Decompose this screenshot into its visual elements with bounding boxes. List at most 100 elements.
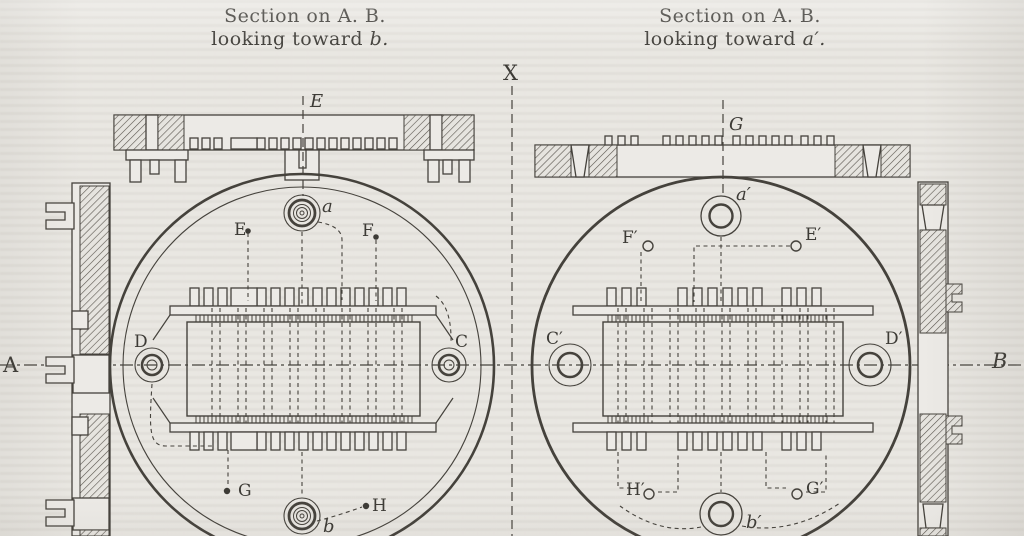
left-wire-e-label: E — [234, 220, 246, 240]
left-title-line1: Section on A. B. — [224, 5, 386, 27]
right-wire-f-label: F′ — [622, 228, 638, 248]
bar-tooth — [675, 135, 684, 146]
left-wire-g-dot — [223, 487, 231, 495]
bar-tooth — [732, 135, 741, 146]
left-wire-e-dot — [245, 228, 251, 234]
bar-tooth — [352, 137, 362, 150]
post-ring — [296, 510, 308, 522]
post-ring — [296, 207, 308, 219]
comb-tooth — [621, 287, 632, 307]
left-post-d-label: D — [134, 332, 148, 352]
comb-tooth — [189, 287, 200, 307]
bar-tooth — [604, 135, 613, 146]
comb-tooth — [368, 431, 379, 451]
post-ring — [146, 359, 158, 371]
right-figure: Section on A. B. looking toward a′. G — [530, 5, 963, 536]
comb-tooth — [621, 431, 632, 451]
right-title-line2: looking toward a′. — [644, 28, 826, 50]
left-bar-left-foot — [125, 149, 189, 183]
left-comb-wide-tooth-bottom — [230, 431, 258, 451]
comb-tooth — [354, 287, 365, 307]
comb-tooth — [781, 287, 792, 307]
comb-tooth — [284, 287, 295, 307]
post-ring — [699, 492, 743, 536]
left-wire-f-label: F — [362, 221, 374, 241]
right-lamination-marks-top — [607, 315, 828, 322]
bar-tooth — [388, 137, 398, 150]
comb-tooth — [256, 287, 267, 307]
comb-tooth — [606, 431, 617, 451]
right-title-line1: Section on A. B. — [659, 5, 821, 27]
post-ring — [140, 353, 164, 377]
comb-tooth — [298, 287, 309, 307]
bar-tooth — [328, 137, 338, 150]
bar-tooth — [268, 137, 278, 150]
comb-tooth — [217, 287, 228, 307]
left-wire-h-label: H — [372, 496, 387, 516]
left-post-c-label: C — [455, 332, 468, 352]
left-disc-inner-rim — [122, 186, 482, 536]
bar-tooth — [256, 137, 266, 150]
right-post-b-label: b′ — [746, 512, 762, 533]
right-wire-e-label: E′ — [805, 225, 821, 245]
comb-tooth — [796, 287, 807, 307]
bar-tooth — [340, 137, 350, 150]
a-axis-label: A — [2, 353, 19, 377]
right-wire-g-terminal — [791, 488, 803, 500]
bar-tooth — [800, 135, 809, 146]
post-ring — [287, 501, 317, 531]
bar-tooth — [304, 137, 314, 150]
right-wire-g-label: G′ — [806, 479, 824, 499]
bar-tooth — [617, 135, 626, 146]
post-ring — [134, 347, 170, 383]
right-comb-bar-bottom — [572, 422, 874, 433]
right-post-c-label: C′ — [546, 329, 563, 349]
left-wire-g-label: G — [238, 481, 252, 501]
left-comb-bar-top — [169, 305, 437, 316]
bar-tooth — [688, 135, 697, 146]
post-ring — [287, 198, 317, 228]
comb-tooth — [326, 287, 337, 307]
b-axis-label: B — [991, 349, 1007, 373]
comb-tooth — [368, 287, 379, 307]
right-wiring — [617, 237, 841, 530]
right-post-d-label: D′ — [885, 329, 903, 349]
post-ring — [283, 194, 321, 232]
post-ring — [548, 343, 592, 387]
right-post-a-label: a′ — [736, 184, 751, 205]
left-comb-teeth-bottom — [189, 431, 407, 451]
comb-tooth — [722, 431, 733, 451]
bar-tooth — [189, 137, 199, 150]
comb-tooth — [203, 287, 214, 307]
right-comb-bar-top — [572, 305, 874, 316]
bar-tooth — [292, 137, 302, 150]
comb-tooth — [312, 287, 323, 307]
left-post-b — [283, 497, 321, 535]
post-ring — [293, 507, 311, 525]
right-rim-side-section — [917, 181, 963, 536]
right-bar-teeth — [604, 135, 835, 146]
bar-tooth — [701, 135, 710, 146]
left-core-dashed-wires — [211, 308, 403, 430]
left-comb-teeth-top — [189, 287, 407, 307]
left-top-bar-section — [113, 114, 475, 183]
right-wire-e-terminal — [790, 240, 802, 252]
bar-tooth — [364, 137, 374, 150]
left-section-line-label: E — [309, 91, 323, 112]
comb-tooth — [382, 287, 393, 307]
bar-tooth — [758, 135, 767, 146]
bar-tooth — [784, 135, 793, 146]
right-post-d — [848, 343, 892, 387]
post-ring — [708, 203, 734, 229]
bar-tooth — [813, 135, 822, 146]
left-lamination-marks-top — [195, 315, 413, 322]
post-ring — [700, 195, 742, 237]
comb-tooth — [636, 431, 647, 451]
comb-tooth — [298, 431, 309, 451]
comb-tooth — [692, 287, 703, 307]
post-ring — [848, 343, 892, 387]
right-post-b — [699, 492, 743, 536]
comb-tooth — [811, 431, 822, 451]
bar-tooth — [745, 135, 754, 146]
